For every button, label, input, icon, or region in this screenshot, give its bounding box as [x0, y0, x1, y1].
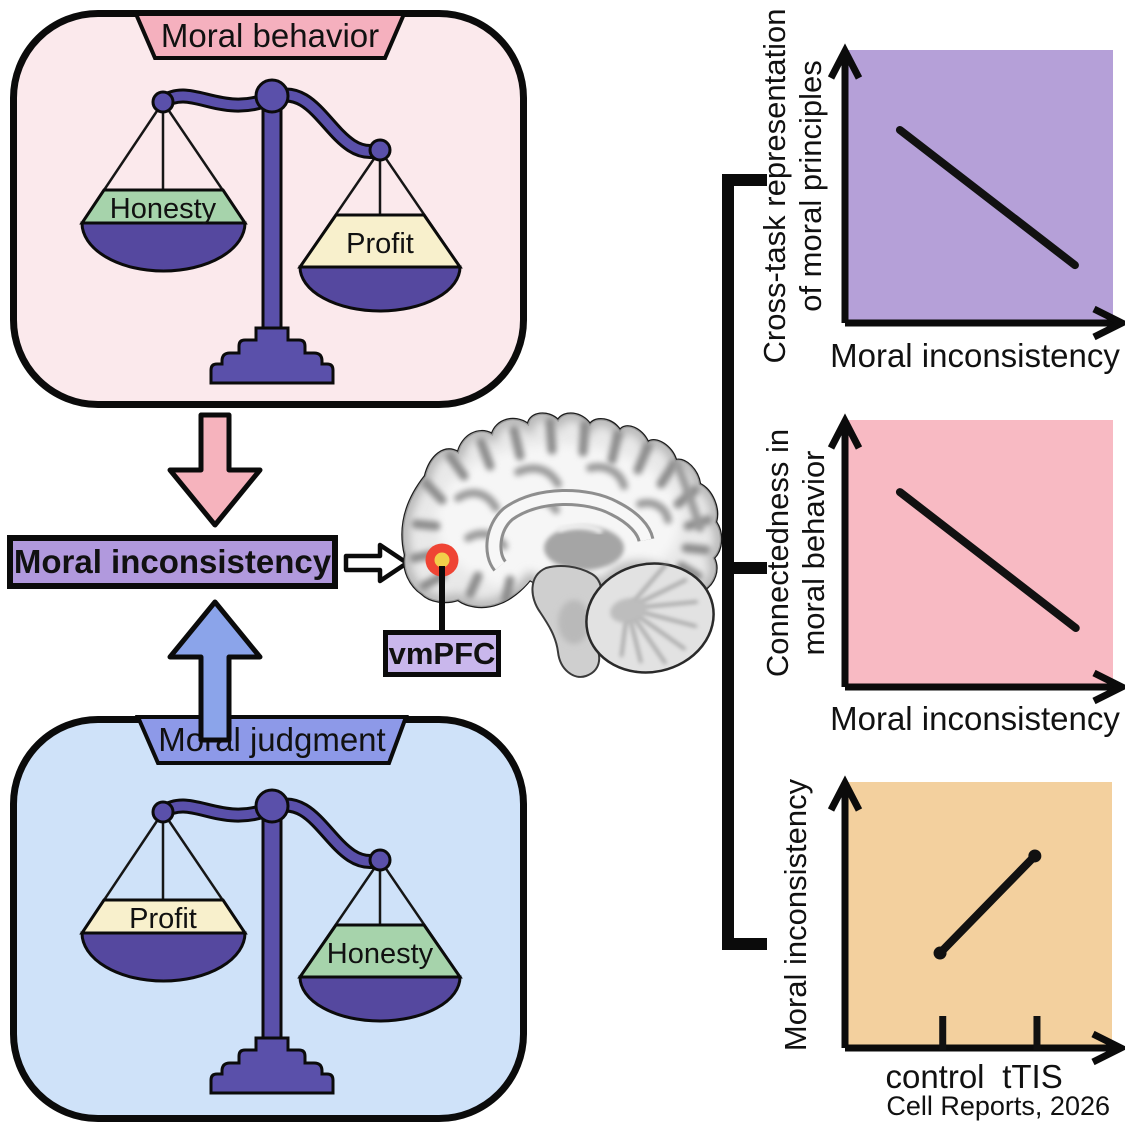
balance-scale-behavior: Honesty Profit	[79, 78, 463, 385]
bracket-tick-top	[722, 174, 767, 186]
trend-line	[895, 125, 1079, 270]
trend-line	[936, 851, 1039, 958]
right-beam-joint	[368, 138, 392, 162]
chart1-axes	[827, 43, 1125, 341]
data-point	[933, 946, 947, 960]
data-point	[1028, 849, 1042, 863]
cerebellum	[585, 562, 715, 674]
bracket-tick-middle	[722, 562, 767, 574]
vmpfc-activation-core	[434, 552, 450, 568]
chart1-x-axis-label: Moral inconsistency	[830, 337, 1120, 374]
vmpfc-label-text: vmPFC	[388, 635, 496, 671]
down-arrow-icon	[167, 412, 263, 528]
pons	[558, 600, 590, 644]
scale-pole	[261, 94, 283, 334]
left-beam-joint	[151, 90, 175, 114]
chart2-axes	[827, 413, 1125, 705]
chart3-axes	[827, 775, 1125, 1066]
up-arrow-icon	[167, 599, 263, 743]
chart2-x-axis-label: Moral inconsistency	[830, 700, 1120, 737]
moral-behavior-banner: Moral behavior	[132, 12, 408, 60]
scale-base	[209, 326, 335, 385]
trend-line	[895, 488, 1080, 632]
scale-knob	[254, 78, 290, 114]
right-beam-joint	[368, 848, 392, 872]
chart3-y-axis-label: Moral inconsistency	[778, 778, 813, 1052]
moral-inconsistency-box: Moral inconsistency	[7, 535, 338, 589]
left-beam-joint	[151, 800, 175, 824]
left-pan-bowl	[80, 931, 247, 983]
balance-scale-judgment: Profit Honesty	[79, 788, 463, 1095]
scale-base	[209, 1036, 335, 1095]
moral-judgment-title: Moral judgment	[158, 721, 385, 758]
scale-knob	[254, 788, 290, 824]
left-pan-bowl	[80, 221, 247, 273]
chart-connectedness	[827, 413, 1125, 705]
thalamus	[544, 526, 624, 570]
chart-ttis-effect	[827, 775, 1125, 1066]
chart3-tick-label-control: control	[885, 1058, 985, 1095]
vmpfc-pointer-line	[439, 566, 445, 632]
cortex-texture	[402, 414, 721, 607]
source-caption: Cell Reports, 2026	[886, 1091, 1110, 1121]
judgment-left-pan-label: Profit	[129, 903, 197, 935]
corpus-callosum	[488, 491, 652, 570]
moral-behavior-title: Moral behavior	[161, 17, 379, 54]
right-pan-bowl	[298, 975, 462, 1023]
judgment-right-pan-label: Honesty	[327, 938, 434, 970]
brain-illustration	[401, 412, 723, 678]
chart3-tick-label-ttis: tTIS	[1002, 1058, 1063, 1095]
right-pan-bowl	[298, 265, 462, 313]
flow-right-arrow-icon	[343, 542, 410, 584]
vmpfc-label: vmPFC	[383, 630, 501, 677]
moral-inconsistency-label: Moral inconsistency	[13, 543, 332, 580]
chart-cross-task-representation	[827, 43, 1125, 341]
behavior-left-pan-label: Honesty	[110, 193, 217, 225]
scale-pole	[261, 804, 283, 1044]
bracket-tick-bottom	[722, 938, 767, 950]
behavior-right-pan-label: Profit	[346, 228, 414, 260]
